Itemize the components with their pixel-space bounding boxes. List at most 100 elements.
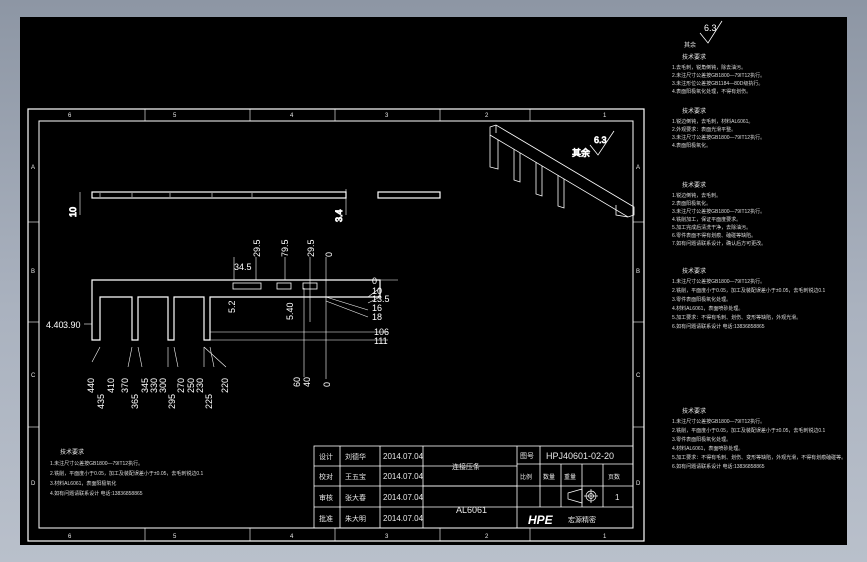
dim-79-5: 79.5 [280,239,290,257]
cad-drawing: 6 5 4 3 2 1 A B C D A B C D 6 5 4 3 2 1 … [27,20,846,542]
tb-sheet-value: 1 [615,493,620,502]
zone-bottom-6: 1 [603,534,607,540]
zone-top-6: 1 [603,113,607,119]
isometric-view: 6.3 其余 [489,124,635,218]
notes-right-3: 技术要求 1.锐边倒钝，去毛刺。 2.表面阳极氧化。 3.未注尺寸公差按GB18… [672,181,766,247]
dim-5-40: 5.40 [285,302,295,320]
dim-34-5: 34.5 [234,262,252,272]
tb-name-3: 张大春 [345,493,366,502]
notes-r4-line-1: 1.未注尺寸公差按GB1800—79IT12执行。 [672,278,765,285]
iso-note: 其余 [572,147,590,158]
dim-b-0: 0 [322,382,332,387]
notes-left-line-1: 1.未注尺寸公差按GB1800—79IT12执行。 [50,460,143,467]
title-block [313,445,634,529]
front-dim-height: 10 [68,207,78,217]
notes-left: 技术要求 1.未注尺寸公差按GB1800—79IT12执行。 2.铣削，平面度小… [50,448,204,497]
notes-r2-title: 技术要求 [682,107,706,115]
tb-date-2: 2014.07.04 [383,472,424,481]
zone-side-3: C [31,373,36,379]
notes-r2-line-2: 2.外观要求：表面光滑平整。 [672,126,736,133]
zone-bottom-5: 2 [485,534,489,540]
notes-r3-title: 技术要求 [682,181,706,189]
tb-weight-label: 重量 [564,473,576,481]
zone-top-5: 2 [485,113,489,119]
zone-bottom-1: 6 [68,534,72,540]
notes-r3-line-5: 5.加工完成后清洗干净，去除油污。 [672,224,751,231]
projection-symbol-icon [567,488,598,504]
dim-b-435: 435 [96,394,106,409]
tb-role-4: 批准 [319,514,333,523]
zone-side-right-3: C [636,373,641,379]
dim-4-40: 4.40 [46,320,64,330]
notes-r3-line-3: 3.未注尺寸公差按GB1800—79IT12执行。 [672,208,765,215]
drawing-canvas: 6 5 4 3 2 1 A B C D A B C D 6 5 4 3 2 1 … [20,17,847,545]
notes-r4-line-3: 3.零件表面阳极氧化处理。 [672,296,731,303]
notes-right-2: 技术要求 1.锐边倒钝，去毛刺，材料AL6061。 2.外观要求：表面光滑平整。… [672,107,765,149]
notes-r5-line-3: 3.零件表面阳极氧化处理。 [672,436,731,443]
dim-b-270: 270 [176,378,186,393]
dim-r-0: 0 [372,276,377,286]
dim-3-90: 3.90 [63,320,81,330]
tb-date-1: 2014.07.04 [383,452,424,461]
tb-drawing-no-label: 图号 [520,452,534,460]
tb-qty-label: 数量 [543,473,555,481]
zone-side-2: B [31,269,35,275]
dim-b-220: 220 [220,378,230,393]
notes-r3-line-2: 2.表面阳极氧化。 [672,200,711,207]
tb-date-3: 2014.07.04 [383,493,424,502]
plan-view [84,257,398,379]
notes-r3-line-7: 7.如有问题请联系设计，确认后方可更改。 [672,240,766,247]
tb-drawing-no: HPJ40601-02-20 [546,451,614,461]
notes-r4-line-6: 6.如有问题请联系设计 电话:13836858865 [672,323,765,330]
title-block-text: 设计 刘德华 2014.07.04 校对 王五宝 2014.07.04 审核 张… [319,451,620,527]
tb-name-1: 刘德华 [345,452,366,461]
dim-r-111: 111 [374,336,388,346]
dim-b-300: 300 [158,378,168,393]
dim-b-365: 365 [130,394,140,409]
tb-company: 宏源精密 [568,515,596,524]
notes-r2-line-3: 3.未注尺寸公差按GB1800—79IT12执行。 [672,134,765,141]
notes-right-4: 技术要求 1.未注尺寸公差按GB1800—79IT12执行。 2.铣削，平面度小… [672,267,826,330]
notes-r3-line-1: 1.锐边倒钝，去毛刺。 [672,192,721,199]
tb-scale-label: 比例 [520,473,532,481]
zone-side-right-4: D [636,481,641,487]
notes-r4-title: 技术要求 [682,267,706,275]
dim-b-370: 370 [120,378,130,393]
zone-side-right-1: A [636,165,640,171]
notes-left-title: 技术要求 [60,448,84,456]
tb-date-4: 2014.07.04 [383,514,424,523]
zone-side-4: D [31,481,36,487]
notes-rt-line-3: 3.未注形位公差按GB1184—80D级执行。 [672,80,763,87]
notes-r4-line-2: 2.铣削，平面度小于0.05，加工及装配误差小于±0.05，去毛刺锐边0.1 [672,287,826,294]
dim-r-10: 10 [372,286,382,296]
zone-side-1: A [31,165,35,171]
notes-rt-line-4: 4.表面阳极氧化处理，不得有划伤。 [672,88,751,95]
front-view: 10 3.4 [68,189,441,223]
tb-role-1: 设计 [319,452,333,461]
notes-left-line-4: 4.如有问题请联系设计 电话:13836858865 [50,490,143,497]
notes-r4-line-5: 5.加工要求：不得有毛刺、划伤、变形等缺陷，外观光滑。 [672,314,801,321]
notes-r3-line-6: 6.零件表面不得有划痕、磕碰等缺陷。 [672,232,756,239]
notes-rt-line-2: 2.未注尺寸公差按GB1800—79IT12执行。 [672,72,765,79]
dim-b-440: 440 [86,378,96,393]
dim-r-16: 16 [372,303,382,313]
zone-bottom-3: 4 [290,534,294,540]
tb-material: AL6061 [456,505,487,515]
notes-r3-line-4: 4.铣削加工，保证平面度要求。 [672,216,741,223]
plan-dimensions: 34.5 29.5 79.5 29.5 0 4.40 3.90 5.2 5.40… [46,239,390,409]
dim-29-5-a: 29.5 [252,239,262,257]
notes-r2-line-4: 4.表面阳极氧化。 [672,142,711,149]
company-logo: HPE [528,513,554,527]
zone-top-3: 4 [290,113,294,119]
dim-b-40: 40 [302,377,312,387]
zone-bottom-2: 5 [173,534,177,540]
notes-r5-line-5: 5.加工要求：不得有毛刺、划伤、变形等缺陷，外观光滑，不得有划痕磕碰等。 [672,454,846,461]
notes-left-line-3: 3.材料AL6061，表面阳极氧化 [50,480,116,487]
notes-rt-line-1: 1.去毛刺，锐角倒钝，除去油污。 [672,64,746,71]
notes-r5-line-4: 4.材料AL6061，表面喷砂处理。 [672,445,743,452]
zone-top-1: 6 [68,113,72,119]
front-dim-thickness: 3.4 [334,209,344,222]
notes-r5-title: 技术要求 [682,407,706,415]
zone-bottom-4: 3 [385,534,389,540]
dim-29-5-b: 29.5 [306,239,316,257]
